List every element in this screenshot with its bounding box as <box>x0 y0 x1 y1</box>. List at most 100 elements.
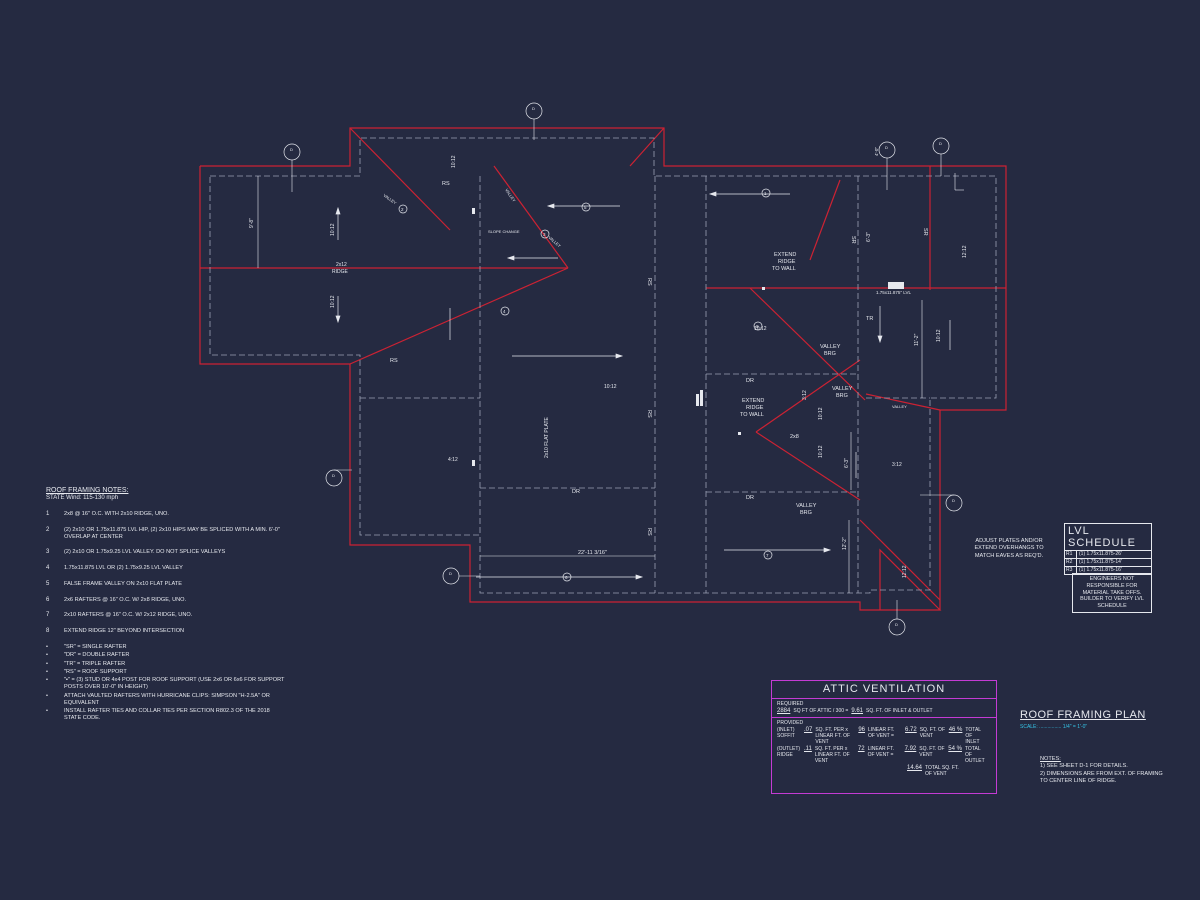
roof-outline <box>199 127 1007 611</box>
leader-lines <box>257 119 964 619</box>
general-note-item: 2) DIMENSIONS ARE FROM EXT. OF FRAMING T… <box>1040 770 1163 784</box>
callout-num-1: 2 <box>401 207 404 212</box>
pitch-5: 10:12 <box>754 326 767 332</box>
callout-circles <box>283 102 963 636</box>
note-bullet: •"▪" = (3) STUD OR 4x4 POST FOR ROOF SUP… <box>46 677 285 691</box>
extend-ridge-1-line2: RIDGE <box>778 259 796 265</box>
room-label-rs2: RS <box>390 358 398 364</box>
pitch-9: 4:12 <box>448 457 458 463</box>
room-label-rs4: RS <box>646 410 652 418</box>
dim-3: 6'-3" <box>844 458 850 468</box>
valley-label-1: VALLEY <box>382 193 397 206</box>
lvl-schedule-row: R3(1) 1.75x11.875-16' <box>1064 567 1152 575</box>
dim-4: 6'-3" <box>866 232 872 242</box>
pitch-7: 10:12 <box>818 445 824 458</box>
pitch-11: 3:12 <box>802 390 808 400</box>
lvl-schedule-row: R1(1) 1.75x11.875-26' <box>1064 551 1152 559</box>
attic-total-row: 14.64 TOTAL SQ. FT. OF VENT <box>907 765 959 777</box>
note-item: 2(2) 2x10 OR 1.75x11.875 LVL HIP, (2) 2x… <box>46 526 280 540</box>
note-bullet: •"DR" = DOUBLE RAFTER <box>46 652 130 659</box>
plan-scale: SCALE: ................ 1/4" = 1'-0" <box>1020 724 1088 730</box>
pitch-4: 10:12 <box>604 384 617 390</box>
dim-6: 4'-0" <box>874 147 879 156</box>
roof-framing-notes: ROOF FRAMING NOTES: STATE Wind: 115-130 … <box>46 486 286 724</box>
pitch-8: 10:12 <box>936 329 942 342</box>
lvl-beam-label: 1.75x11.875" LVL <box>876 290 911 295</box>
general-notes: NOTES: 1) SEE SHEET D-1 FOR DETAILS. 2) … <box>1040 756 1170 785</box>
extend-ridge-2-line3: TO WALL <box>740 412 764 418</box>
valley-brg-1-line2: BRG <box>824 351 836 357</box>
extend-ridge-2-line2: RIDGE <box>746 405 764 411</box>
valley-label-4: VALLEY <box>892 404 907 409</box>
section-tag-2: D <box>532 106 535 111</box>
lvl-schedule: LVL SCHEDULE R1(1) 1.75x11.875-26' R2(1)… <box>1064 523 1152 575</box>
wall-lines <box>209 137 997 594</box>
support-posts <box>472 208 904 466</box>
pitch-13: 12:12 <box>902 565 908 578</box>
valley-brg-3-line2: BRG <box>800 510 812 516</box>
attic-provided-label: PROVIDED <box>777 720 804 726</box>
plan-title-block: ROOF FRAMING PLAN SCALE: ...............… <box>1020 709 1152 730</box>
extend-ridge-1-line3: TO WALL <box>772 266 796 272</box>
attic-required-result: 9.61 <box>851 708 864 714</box>
room-label-rs3: RS <box>646 278 652 286</box>
attic-required-label: REQUIRED <box>777 701 804 707</box>
bottom-dimension: 22'-11 3/16" <box>578 550 607 556</box>
room-label-sr1: SR <box>850 236 856 244</box>
note-bullet: •"RS" = ROOF SUPPORT <box>46 668 127 675</box>
dim-1: 9'-8" <box>249 218 255 228</box>
valley-brg-1-line1: VALLEY <box>820 344 841 350</box>
valley-brg-3-line1: VALLEY <box>796 503 817 509</box>
pitch-6: 10:12 <box>818 407 824 420</box>
note-item: 3(2) 2x10 OR 1.75x9.25 LVL VALLEY. DO NO… <box>46 549 226 556</box>
room-label-dr2: DR <box>746 378 754 384</box>
pitch-1: 10:12 <box>330 223 336 236</box>
note-bullet: •ATTACH VAULTED RAFTERS WITH HURRICANE C… <box>46 692 270 706</box>
room-label-tr: TR <box>866 316 873 322</box>
attic-sqft-value: 2884 <box>777 708 791 714</box>
flat-plate-label: 2x10 FLAT PLATE <box>544 416 550 458</box>
pitch-12: 12:12 <box>962 245 968 258</box>
plan-labels: 2x12 RIDGE SLOPE CHANGE VALLEY VALLEY VA… <box>249 106 968 627</box>
ridge-2x12-label: 2x12 <box>336 262 347 268</box>
note-bullet: •INSTALL RAFTER TIES AND COLLAR TIES PER… <box>46 708 270 722</box>
plan-title: ROOF FRAMING PLAN <box>1020 709 1146 721</box>
attic-title: ATTIC VENTILATION <box>772 681 996 699</box>
valley-brg-2-line2: BRG <box>836 393 848 399</box>
section-tag-6: D <box>952 498 955 503</box>
section-tag-7: D <box>449 571 452 576</box>
callout-num-2: 3 <box>543 232 546 237</box>
dim-2: 11'-2" <box>914 333 920 346</box>
note-bullet: •"TR" = TRIPLE RAFTER <box>46 660 126 667</box>
callout-num-5: 6 <box>565 575 568 580</box>
lvl-schedule-row: R2(1) 1.75x11.875-14' <box>1064 559 1152 567</box>
adjust-plates-note: ADJUST PLATES AND/OR EXTEND OVERHANGS TO… <box>974 538 1044 559</box>
extend-ridge-1-line1: EXTEND <box>774 252 796 258</box>
attic-inlet-row: (INLET) SOFFIT .07 SQ. FT. PER x LINEAR … <box>777 727 981 745</box>
attic-outlet-row: (OUTLET) RIDGE .11 SQ. FT. PER x LINEAR … <box>777 746 985 764</box>
room-label-dr3: DR <box>746 495 754 501</box>
rafter-arrows <box>335 191 951 580</box>
room-label-dr1: DR <box>572 489 580 495</box>
dim-5: 12'-2" <box>842 537 848 550</box>
attic-provided-section: PROVIDED (INLET) SOFFIT .07 SQ. FT. PER … <box>772 718 996 780</box>
room-label-rs1: RS <box>442 181 450 187</box>
callout-num-3: 4 <box>503 309 506 314</box>
two-x8-label: 2x8 <box>790 434 799 440</box>
attic-required-tail: SQ. FT. OF INLET & OUTLET <box>866 708 933 714</box>
callout-num-8: 8 <box>756 324 759 329</box>
pitch-10: 3:12 <box>892 462 902 468</box>
valley-brg-2-line1: VALLEY <box>832 386 853 392</box>
section-tag-5: D <box>332 473 335 478</box>
notes-subtitle: STATE Wind: 115-130 mph <box>46 495 119 502</box>
engineers-note: ENGINEERS NOT RESPONSIBLE FOR MATERIAL T… <box>1072 573 1152 613</box>
lvl-schedule-title: LVL SCHEDULE <box>1064 523 1152 551</box>
attic-required-section: REQUIRED 2884 SQ FT OF ATTIC / 300 = 9.6… <box>772 699 996 718</box>
extend-ridge-2-line1: EXTEND <box>742 398 764 404</box>
